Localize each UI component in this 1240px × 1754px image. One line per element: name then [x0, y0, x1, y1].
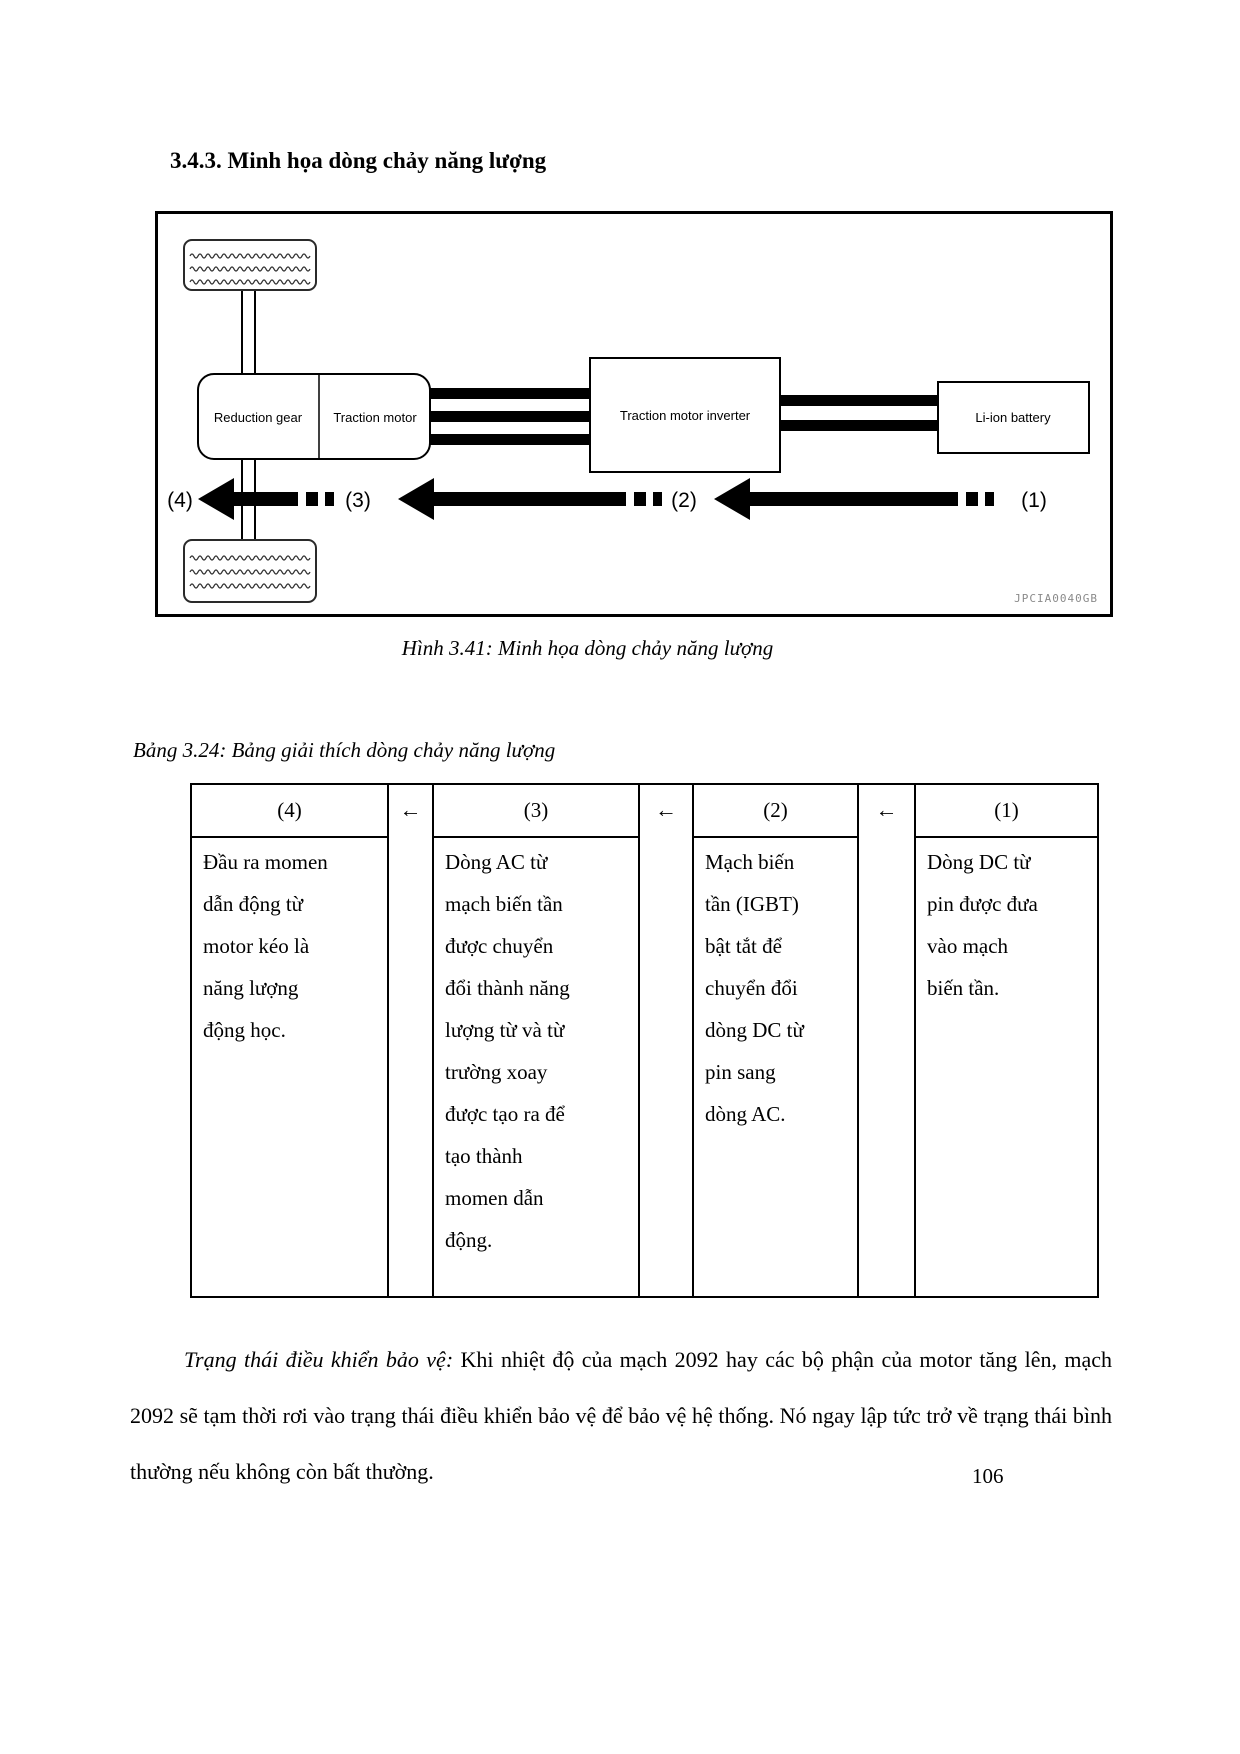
table-caption: Bảng 3.24: Bảng giải thích dòng chảy năn…: [133, 738, 556, 762]
flow-arrow-3: [398, 478, 662, 520]
tread-line: [189, 555, 311, 561]
section-heading: 3.4.3. Minh họa dòng chảy năng lượng: [170, 148, 547, 173]
flow-label-2: (2): [671, 489, 697, 512]
ac-cables: [429, 388, 590, 445]
left-arrow-icon: ←: [387, 783, 434, 1298]
left-arrow-icon: ←: [638, 783, 694, 1298]
traction-motor-label: Traction motor: [333, 410, 417, 425]
tread-line: [189, 279, 311, 285]
paragraph-body: Khi nhiệt độ của mạch 2092 hay các bộ ph…: [130, 1347, 1112, 1484]
energy-flow-table: (4) ← (3) ← (2) ← (1) Đầu ra momen dẫn đ…: [190, 783, 1099, 1298]
tread-line: [189, 569, 311, 575]
table-cell-step4: Đầu ra momen dẫn động từ motor kéo là nă…: [190, 836, 389, 1298]
table-header-2: (2): [692, 783, 859, 838]
figure-watermark: JPCIA0040GB: [1014, 592, 1098, 605]
flow-label-3: (3): [345, 489, 371, 512]
dc-cables: [780, 395, 938, 431]
table-cell-step1: Dòng DC từ pin được đưa vào mạch biến tầ…: [914, 836, 1099, 1298]
protection-state-paragraph: Trạng thái điều khiển bảo vệ: Khi nhiệt …: [130, 1332, 1112, 1500]
table-header-row: (4) ← (3) ← (2) ← (1): [190, 783, 1099, 1298]
wheel-top: [183, 239, 317, 291]
table-header-3: (3): [432, 783, 640, 838]
table-cell-step3: Dòng AC từ mạch biến tần được chuyển đổi…: [432, 836, 640, 1298]
table-cell-step2: Mạch biến tần (IGBT) bật tắt để chuyển đ…: [692, 836, 859, 1298]
flow-label-1: (1): [1021, 489, 1047, 512]
battery-label: Li-ion battery: [975, 410, 1051, 425]
inverter-label: Traction motor inverter: [620, 408, 751, 423]
table-header-1: (1): [914, 783, 1099, 838]
left-arrow-icon: ←: [857, 783, 916, 1298]
tread-line: [189, 266, 311, 272]
battery-box: Li-ion battery: [937, 381, 1090, 454]
wheel-bottom: [183, 539, 317, 603]
inverter-box: Traction motor inverter: [589, 357, 781, 473]
tread-line: [189, 253, 311, 259]
energy-flow-diagram: Reduction gear Traction motor Traction m…: [167, 239, 1098, 605]
table-body-row: Đầu ra momen dẫn động từ motor kéo là nă…: [190, 836, 1099, 1298]
gear-motor-box: Reduction gear Traction motor: [197, 373, 431, 460]
energy-flow-figure: Reduction gear Traction motor Traction m…: [155, 211, 1113, 617]
table-header-4: (4): [190, 783, 389, 838]
page-number: 106: [972, 1464, 1004, 1488]
paragraph-lead: Trạng thái điều khiển bảo vệ:: [184, 1347, 454, 1372]
flow-label-4: (4): [167, 489, 193, 512]
reduction-gear-label: Reduction gear: [214, 410, 303, 425]
figure-caption: Hình 3.41: Minh họa dòng chảy năng lượng: [401, 636, 774, 660]
flow-arrow-2: [714, 478, 994, 520]
flow-arrow-4: [198, 478, 334, 520]
tread-line: [189, 583, 311, 589]
